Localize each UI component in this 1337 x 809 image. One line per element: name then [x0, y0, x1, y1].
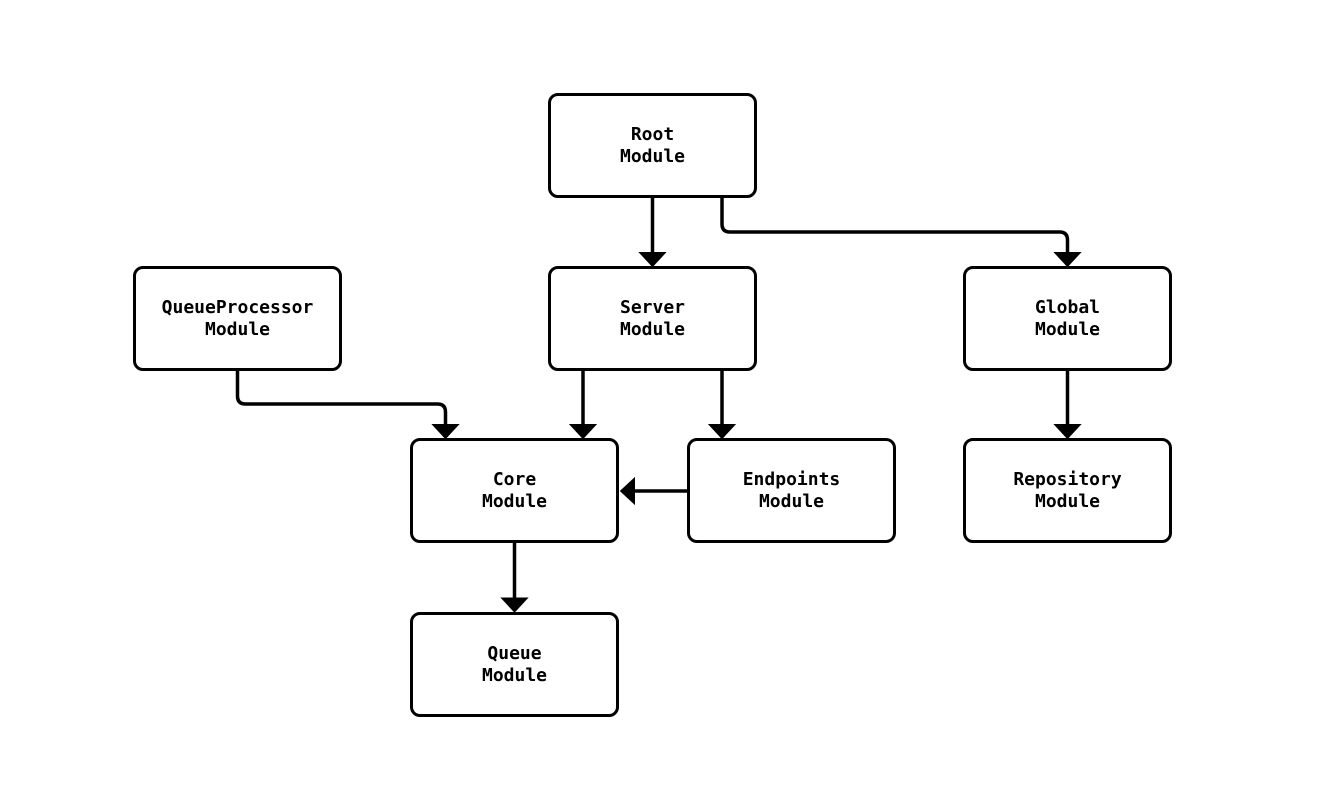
- node-core-module[interactable]: Core Module: [410, 438, 619, 543]
- arrowhead-global-repository: [1053, 424, 1082, 440]
- edge-server-endpoints: [707, 371, 737, 440]
- edge-root-server: [638, 198, 667, 268]
- node-endpoints-module[interactable]: Endpoints Module: [687, 438, 896, 543]
- arrowhead-root-server: [638, 252, 667, 268]
- edge-core-queue: [500, 543, 529, 613]
- node-queueprocessor-module-label: QueueProcessor Module: [161, 297, 314, 340]
- edge-endpoints-core: [619, 476, 687, 506]
- arrowhead-core-queue: [500, 597, 529, 613]
- node-core-module-label: Core Module: [481, 469, 548, 512]
- node-global-module[interactable]: Global Module: [963, 266, 1172, 371]
- node-queueprocessor-module[interactable]: QueueProcessor Module: [133, 266, 342, 371]
- node-global-module-label: Global Module: [1034, 297, 1101, 340]
- edge-root-global: [720, 198, 1082, 268]
- edge-queueprocessor-core-line: [235, 371, 448, 426]
- node-server-module-label: Server Module: [619, 297, 686, 340]
- node-queue-module-label: Queue Module: [481, 643, 548, 686]
- arrowhead-endpoints-core: [619, 476, 635, 506]
- node-server-module[interactable]: Server Module: [548, 266, 757, 371]
- arrowhead-server-core: [568, 424, 598, 440]
- edge-queueprocessor-core: [235, 371, 460, 440]
- node-repository-module[interactable]: Repository Module: [963, 438, 1172, 543]
- node-endpoints-module-label: Endpoints Module: [742, 469, 841, 512]
- node-queue-module[interactable]: Queue Module: [410, 612, 619, 717]
- arrowhead-root-global: [1053, 252, 1082, 268]
- edge-server-core: [568, 371, 598, 440]
- node-root-module[interactable]: Root Module: [548, 93, 757, 198]
- node-root-module-label: Root Module: [619, 124, 686, 167]
- node-repository-module-label: Repository Module: [1013, 469, 1122, 512]
- arrowhead-server-endpoints: [707, 424, 737, 440]
- edge-root-global-line: [720, 198, 1070, 254]
- edge-global-repository: [1053, 371, 1082, 440]
- arrowhead-queueprocessor-core: [431, 424, 460, 440]
